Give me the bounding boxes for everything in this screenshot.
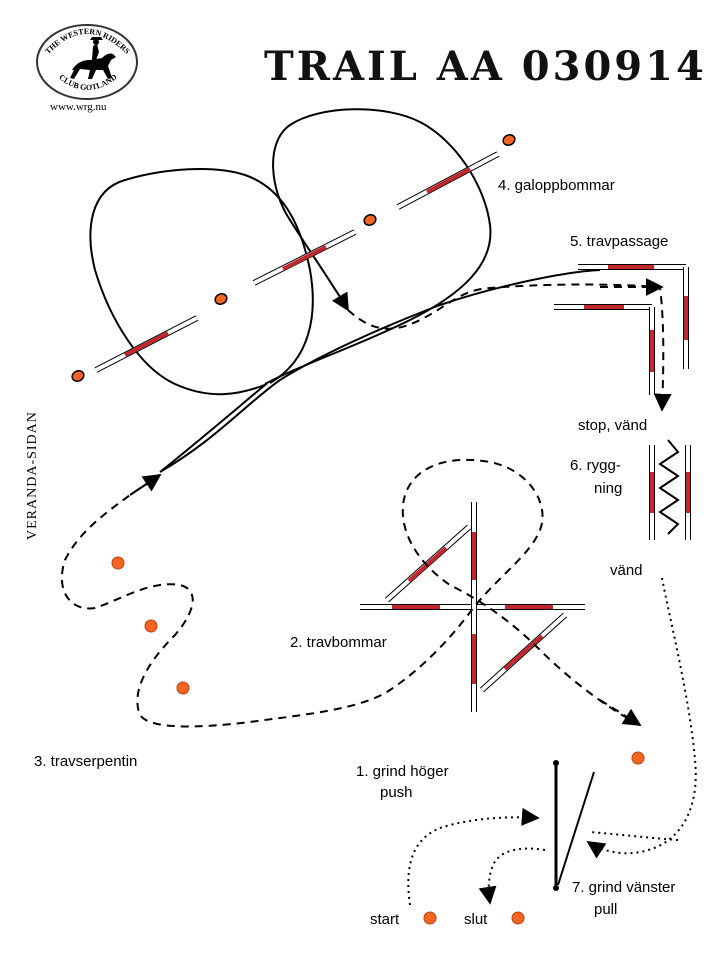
finish-cone xyxy=(511,911,525,925)
label-start: start xyxy=(370,911,400,928)
lope-pole-3 xyxy=(396,151,500,210)
label-gate-right-1: 1. grind höger xyxy=(356,763,449,780)
lope-circle-right xyxy=(264,108,492,385)
trot-poles xyxy=(360,502,585,712)
label-lope-poles: 4. galoppbommar xyxy=(498,177,615,194)
logo-url: www.wrg.nu xyxy=(50,101,107,113)
gate-entry-path xyxy=(589,831,679,841)
label-stop-turn: stop, vänd xyxy=(578,417,647,434)
gate-pull-path xyxy=(478,847,546,905)
trot-passage-poles xyxy=(554,264,689,395)
lope-path xyxy=(159,269,601,473)
lope-cones xyxy=(71,134,516,382)
serpentine-arrow xyxy=(129,474,162,496)
label-trot-serpentine: 3. travserpentin xyxy=(34,753,137,770)
label-turn: vänd xyxy=(610,562,643,579)
backup-poles xyxy=(649,439,691,540)
label-trot-passage: 5. travpassage xyxy=(570,233,668,250)
label-gate-right-2: push xyxy=(380,784,413,801)
label-gate-left-2: pull xyxy=(594,901,617,918)
trot-poles-path xyxy=(60,458,641,728)
label-backup-1: 6. rygg- xyxy=(570,457,621,474)
lope-poles xyxy=(94,151,500,373)
label-backup-2: ning xyxy=(594,480,622,497)
gate xyxy=(553,760,595,891)
label-finish: slut xyxy=(464,911,488,928)
lope-pole-1 xyxy=(94,315,199,373)
gate-cone xyxy=(631,751,645,765)
horse-rider-icon xyxy=(70,37,116,79)
serpentine-cones xyxy=(111,556,190,695)
lope-pole-2 xyxy=(252,229,357,286)
backup-zigzag xyxy=(658,439,680,535)
start-cone xyxy=(423,911,437,925)
trot-poles-arrow xyxy=(599,699,642,726)
club-logo: THE WESTERN RIDERS CLUB GOTLAND www.wrg.… xyxy=(36,24,138,113)
gate-push-path xyxy=(407,807,540,906)
trot-passage-path xyxy=(347,283,672,412)
page-title: TRAIL AA 030914 xyxy=(264,43,707,90)
lope-circle-left xyxy=(89,167,314,396)
veranda-side-label: VERANDA-SIDAN xyxy=(25,411,40,540)
label-trot-poles: 2. travbommar xyxy=(290,634,387,651)
walk-path-to-gate xyxy=(586,577,697,859)
label-gate-left-1: 7. grind vänster xyxy=(572,879,675,896)
